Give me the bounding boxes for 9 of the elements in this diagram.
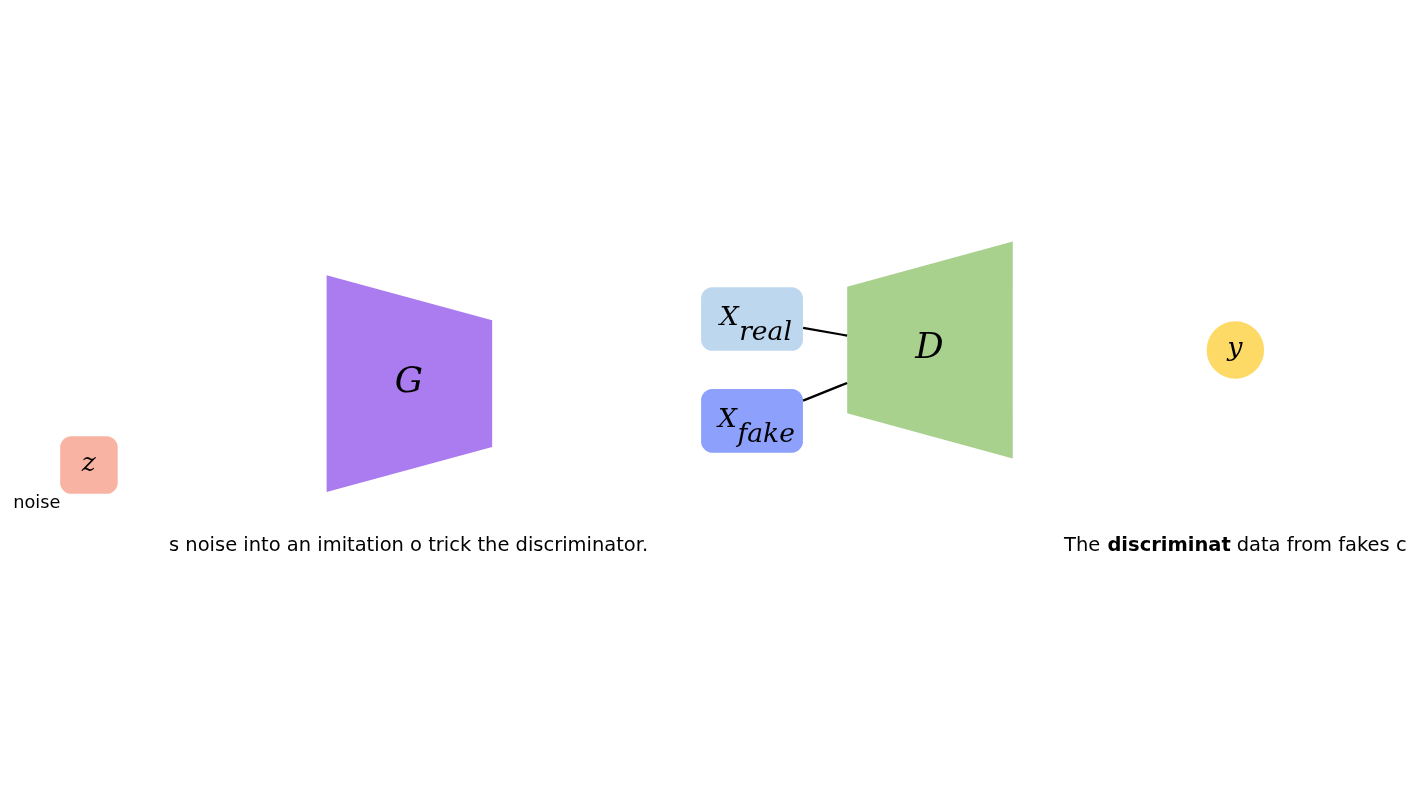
label: s noise into an imitation o trick the discriminator. xyxy=(169,532,649,556)
node-label: noise xyxy=(13,491,61,512)
connector xyxy=(802,326,848,337)
node-box: D xyxy=(847,241,1013,458)
label: The discriminat data from fakes c xyxy=(1064,532,1407,556)
node-box: G xyxy=(326,274,493,492)
connector xyxy=(802,381,848,402)
node-circle: y xyxy=(1206,320,1265,379)
node-box: z xyxy=(60,435,118,494)
